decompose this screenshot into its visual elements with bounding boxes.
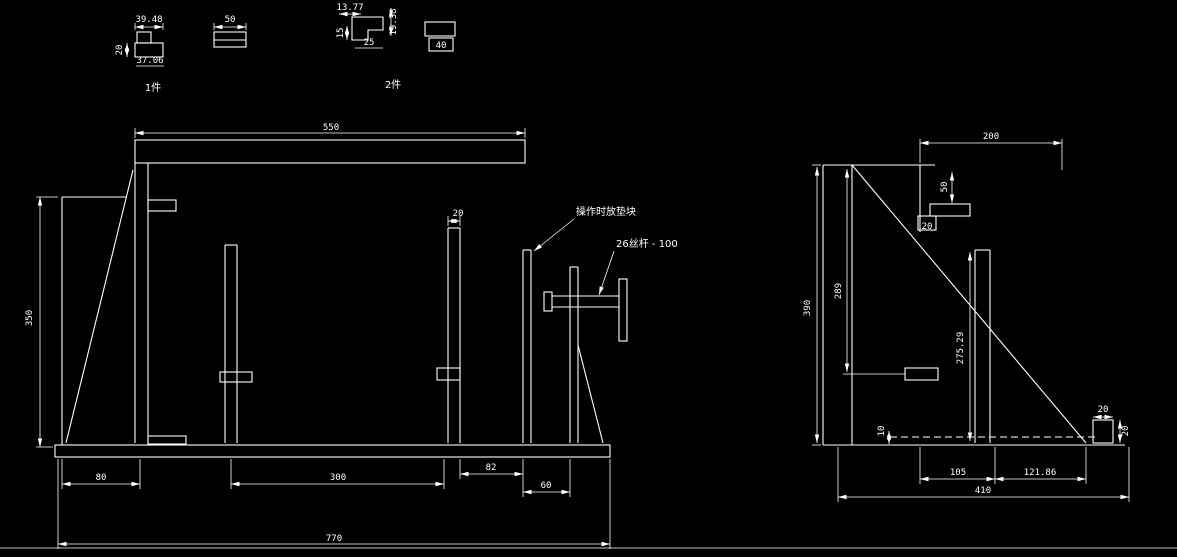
side-view: 390 289 200 50 20 275.29 10 20 20 105 bbox=[803, 132, 1131, 502]
small-parts-detail: 39.48 20 37.06 1件 50 13.77 19.38 15 bbox=[115, 3, 456, 94]
dim-275-29: 275.29 bbox=[956, 332, 966, 365]
dim-550: 550 bbox=[323, 123, 339, 133]
pad-block-leader-line bbox=[533, 218, 575, 252]
dim-80: 80 bbox=[96, 473, 107, 483]
part3-label: 2件 bbox=[385, 79, 401, 91]
part3-dim-left: 15 bbox=[336, 28, 346, 39]
corner-block bbox=[1092, 419, 1114, 444]
dim-post-20: 20 bbox=[453, 209, 464, 219]
part4-drawing: 40 bbox=[424, 21, 456, 52]
dim-121-86: 121.86 bbox=[1024, 468, 1057, 478]
screw-rod-plate bbox=[618, 278, 628, 342]
part4-dim: 40 bbox=[436, 41, 447, 51]
dim-block-20-top: 20 bbox=[1098, 405, 1109, 415]
dim-10: 10 bbox=[877, 426, 887, 437]
side-view-dimensions: 390 289 200 50 20 275.29 10 20 20 105 bbox=[803, 132, 1131, 502]
front-view-annotations: 操作时放垫块 26丝杆 - 100 bbox=[533, 205, 678, 296]
dim-105: 105 bbox=[950, 468, 966, 478]
screw-rod-end-cap bbox=[543, 291, 553, 312]
part1-drawing: 39.48 20 37.06 1件 bbox=[115, 15, 164, 94]
dim-390: 390 bbox=[803, 300, 813, 316]
screw-rod-leader-line bbox=[598, 250, 615, 296]
dim-82: 82 bbox=[486, 463, 497, 473]
part3-dim-bottom: 25 bbox=[364, 38, 375, 48]
pad-block-note: 操作时放垫块 bbox=[576, 205, 636, 218]
dim-289: 289 bbox=[834, 283, 844, 299]
part3-drawing: 13.77 19.38 15 25 2件 bbox=[336, 3, 401, 91]
base-plate bbox=[54, 444, 611, 458]
front-view-dimensions: 550 350 20 80 300 82 60 bbox=[25, 123, 611, 549]
side-view-structure bbox=[822, 164, 1125, 446]
screw-rod-note: 26丝杆 - 100 bbox=[616, 238, 678, 250]
part1-dim-top: 39.48 bbox=[135, 15, 162, 25]
dim-50: 50 bbox=[940, 182, 950, 193]
front-view: 550 350 20 80 300 82 60 bbox=[25, 123, 678, 549]
dim-200: 200 bbox=[983, 132, 999, 142]
part2-drawing: 50 bbox=[213, 15, 247, 48]
part2-dim-top: 50 bbox=[225, 15, 236, 25]
dim-770: 770 bbox=[326, 534, 342, 544]
dim-block-20-right: 20 bbox=[1121, 426, 1131, 437]
part1-dim-left: 20 bbox=[115, 45, 125, 56]
part3-dim-top: 13.77 bbox=[336, 3, 363, 13]
dim-300: 300 bbox=[330, 473, 346, 483]
front-view-structure bbox=[54, 139, 628, 458]
part1-dim-bottom: 37.06 bbox=[136, 56, 163, 66]
part3-dim-right: 19.38 bbox=[389, 8, 399, 35]
dim-step-20: 20 bbox=[922, 222, 933, 232]
part1-label: 1件 bbox=[145, 82, 161, 94]
dim-410: 410 bbox=[975, 486, 991, 496]
dim-350: 350 bbox=[25, 310, 35, 326]
dim-60: 60 bbox=[541, 481, 552, 491]
